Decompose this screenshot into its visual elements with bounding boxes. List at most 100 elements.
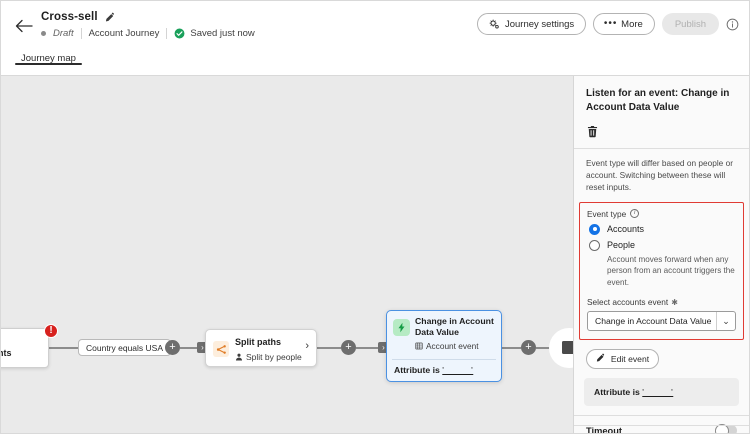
event-properties-panel: Listen for an event: Change in Account D… <box>573 76 749 433</box>
radio-accounts-input[interactable] <box>589 223 600 235</box>
edge-event-to-add <box>502 347 521 349</box>
split-paths-node-card[interactable]: Split paths Split by people › <box>205 329 317 367</box>
event-node-attribute-value: '_____' <box>442 365 474 375</box>
plus-icon: + <box>169 341 176 353</box>
plus-icon: + <box>345 341 352 353</box>
entry-node-line2: accounts <box>1 348 12 358</box>
journey-type-label: Account Journey <box>88 28 160 39</box>
pencil-icon[interactable] <box>105 12 116 23</box>
divider <box>574 147 749 149</box>
back-arrow-icon[interactable] <box>13 15 35 37</box>
tab-journey-map-label: Journey map <box>21 53 76 64</box>
radio-accounts-label: Accounts <box>607 224 645 235</box>
condition-pill[interactable]: Country equals USA <box>78 339 172 356</box>
select-accounts-event-dropdown[interactable]: Change in Account Data Value ⌄ <box>587 311 736 332</box>
more-button[interactable]: ••• More <box>593 13 655 35</box>
journey-settings-button[interactable]: Journey settings <box>476 13 587 35</box>
add-step-button[interactable]: + <box>341 340 356 355</box>
divider <box>166 28 168 39</box>
title-row: Cross-sell <box>41 11 255 23</box>
event-type-label: Event type <box>587 208 627 219</box>
edit-event-button[interactable]: Edit event <box>586 349 659 370</box>
timeout-row: Timeout <box>586 424 737 433</box>
chevron-right-icon[interactable]: › <box>305 340 309 352</box>
event-type-label-row: Event type i <box>587 209 736 219</box>
select-event-label-row: Select accounts event ✱ <box>587 297 736 307</box>
edge-add-to-split <box>180 347 208 349</box>
top-header: Cross-sell Draft Account Journey <box>1 1 749 49</box>
plus-icon: + <box>525 341 532 353</box>
ellipsis-icon: ••• <box>603 18 618 29</box>
saved-status: Saved just now <box>174 28 255 39</box>
gear-icon <box>489 19 500 30</box>
chevron-down-icon[interactable]: ⌄ <box>716 312 735 331</box>
error-badge-icon[interactable]: ! <box>44 324 58 338</box>
divider <box>574 425 749 426</box>
expand-step-button[interactable]: › <box>378 342 389 353</box>
radio-help-text: Account moves forward when any person fr… <box>607 254 735 287</box>
info-circle-icon[interactable] <box>726 18 739 31</box>
edge-add-to-end <box>536 347 550 349</box>
radio-people-input[interactable] <box>589 239 600 251</box>
expand-step-button[interactable]: › <box>197 342 208 353</box>
split-paths-icon <box>213 341 229 357</box>
journey-canvas[interactable]: f accounts ! Country equals USA + › <box>1 76 573 433</box>
entry-node-card[interactable]: f accounts <box>1 328 49 368</box>
journey-settings-label: Journey settings <box>504 18 575 30</box>
radio-people-label: People <box>607 240 636 251</box>
more-label: More <box>621 18 643 30</box>
add-step-button[interactable]: + <box>521 340 536 355</box>
edge-entry-to-condition <box>49 347 79 349</box>
info-icon[interactable]: i <box>630 209 640 219</box>
body: f accounts ! Country equals USA + › <box>1 76 749 433</box>
required-marker: ✱ <box>671 297 678 307</box>
person-icon <box>235 353 243 361</box>
event-type-highlight-box: Event type i Accounts People Account mov… <box>579 201 744 341</box>
error-badge-label: ! <box>49 325 53 336</box>
attribute-condition-box: Attribute is '_____' <box>584 378 739 407</box>
event-node-card[interactable]: Change in Account Data Value Account eve… <box>386 310 502 382</box>
divider <box>80 28 82 39</box>
event-node-subtitle-row: Account event <box>415 341 479 351</box>
publish-button[interactable]: Publish <box>661 13 719 35</box>
tab-journey-map[interactable]: Journey map <box>15 49 82 65</box>
journey-title-block: Cross-sell Draft Account Journey <box>41 9 255 39</box>
journey-flow: f accounts ! Country equals USA + › <box>1 76 573 433</box>
event-node-top: Change in Account Data Value Account eve… <box>387 311 501 358</box>
split-paths-subtitle: Split by people <box>246 352 302 362</box>
saved-label: Saved just now <box>190 28 255 39</box>
timeout-section: Timeout Define the amount of time the Jo… <box>574 416 749 433</box>
status-dot-icon <box>41 31 46 36</box>
pencil-icon <box>596 353 606 365</box>
page-title: Cross-sell <box>41 11 98 23</box>
lightning-bolt-icon <box>393 319 410 336</box>
account-event-icon <box>415 342 423 350</box>
divider <box>392 359 496 360</box>
status-badge: Draft <box>53 28 74 39</box>
select-event-label: Select accounts event <box>587 297 669 308</box>
select-accounts-event-value: Change in Account Data Value <box>595 316 712 327</box>
add-step-button[interactable]: + <box>165 340 180 355</box>
panel-header: Listen for an event: Change in Account D… <box>574 76 749 148</box>
trash-icon[interactable] <box>586 124 601 139</box>
timeout-label: Timeout <box>586 425 622 433</box>
event-node-title: Change in Account Data Value <box>415 316 494 337</box>
split-paths-subtitle-row: Split by people <box>235 352 302 362</box>
radio-people[interactable]: People <box>589 239 736 251</box>
radio-accounts[interactable]: Accounts <box>589 223 736 235</box>
edit-event-label: Edit event <box>610 354 650 365</box>
panel-description: Event type will differ based on people o… <box>586 157 733 192</box>
divider <box>574 415 749 417</box>
split-paths-title: Split paths <box>235 337 282 347</box>
chevron-right-icon: › <box>201 343 204 352</box>
timeout-toggle[interactable] <box>715 424 737 433</box>
edge-add-to-event <box>356 347 388 349</box>
attribute-prefix: Attribute is <box>594 387 640 398</box>
edge-split-to-add <box>317 347 341 349</box>
journey-end-node[interactable] <box>562 341 573 354</box>
chevron-right-icon: › <box>382 343 385 352</box>
event-node-attribute-prefix: Attribute is <box>394 365 440 375</box>
event-node-attribute: Attribute is '_____' <box>394 365 473 375</box>
condition-pill-label: Country equals USA <box>86 342 164 353</box>
